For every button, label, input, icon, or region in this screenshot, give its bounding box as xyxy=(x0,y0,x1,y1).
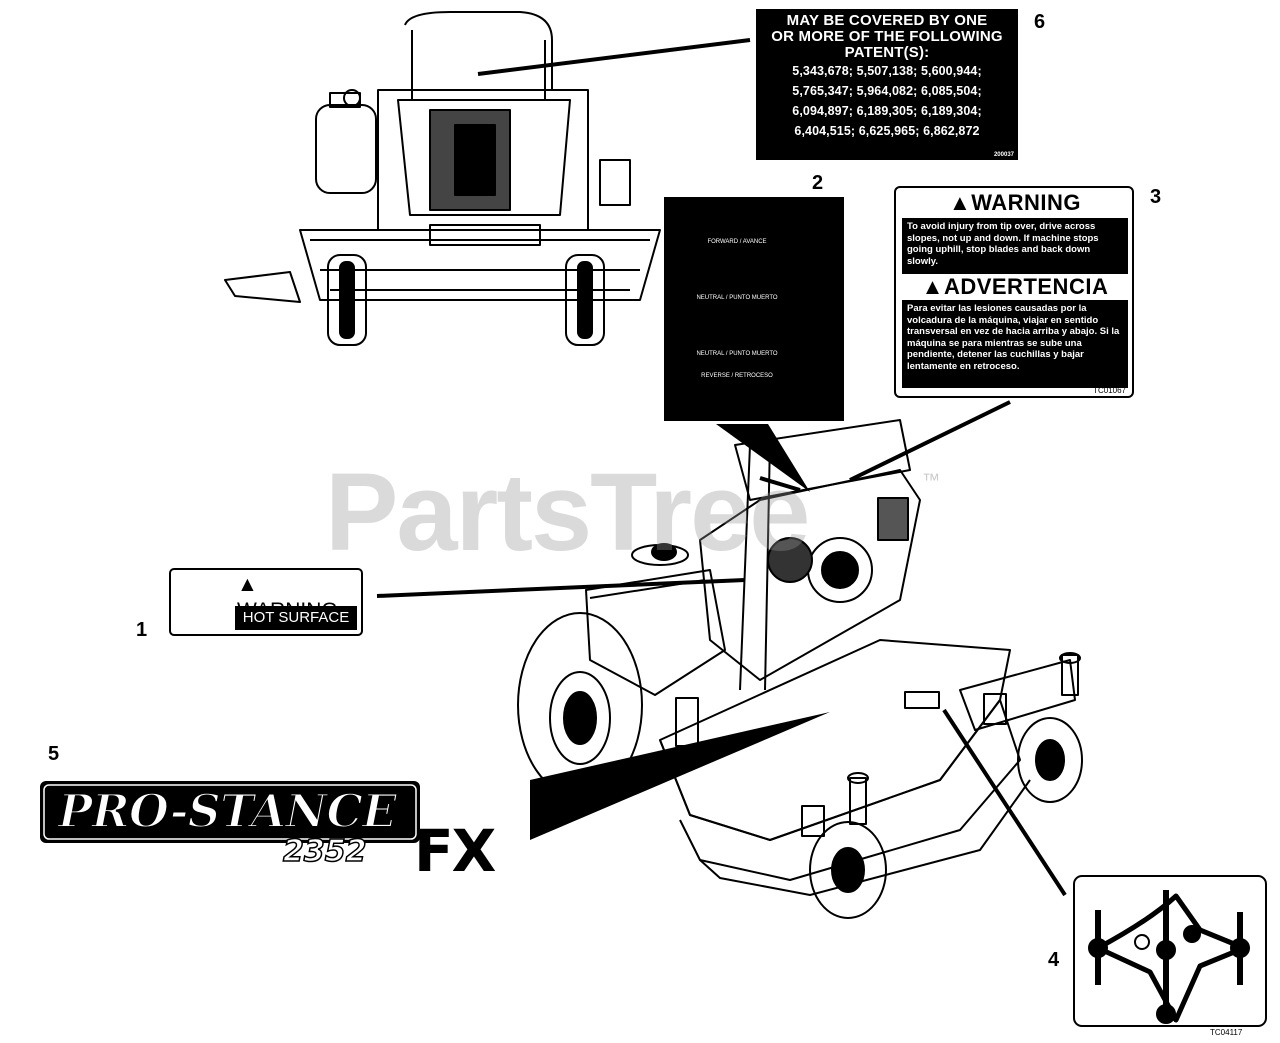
control-decal: FORWARD / AVANCE NEUTRAL / PUNTO MUERTO … xyxy=(664,197,844,421)
leader-lines xyxy=(376,38,1067,897)
warning-triangle-icon: ▲ xyxy=(237,573,258,596)
callout-5: 5 xyxy=(48,743,60,765)
warning-text-es: Para evitar las lesiones causadas por la… xyxy=(902,300,1128,388)
patent-row: 5,343,678; 5,507,138; 5,600,944; xyxy=(792,64,982,78)
patent-row: 6,094,897; 6,189,305; 6,189,304; xyxy=(792,104,982,118)
callout-2: 2 xyxy=(812,172,824,194)
mower-iso-view xyxy=(517,419,1083,919)
warning-triangle-icon: ▲ xyxy=(921,274,944,299)
prostance-brand: PRO-STANCE xyxy=(57,784,398,838)
belt-diagram-4 xyxy=(1073,875,1267,1027)
ctrl-label-forward: FORWARD / AVANCE xyxy=(707,239,767,245)
warning-label-slope: ▲WARNING To avoid injury from tip over, … xyxy=(894,186,1134,398)
belt-diagram-code: TC04117 xyxy=(1210,1028,1243,1037)
logo-frame xyxy=(40,781,420,843)
patent-row: 5,765,347; 5,964,082; 6,085,504; xyxy=(792,84,982,98)
warning-triangle-icon: ▲ xyxy=(948,190,972,215)
watermark: PartsTree xyxy=(325,451,810,574)
warning-text-en: To avoid injury from tip over, drive acr… xyxy=(902,218,1128,274)
callout-3: 3 xyxy=(1150,186,1162,208)
callout-1: 1 xyxy=(136,619,148,641)
warning-label-hot-surface: ▲ WARNING HOT SURFACE xyxy=(169,568,363,636)
mower-rear-view xyxy=(224,11,661,346)
patent-header-3: PATENT(S): xyxy=(844,44,930,61)
leader-wedge-2 xyxy=(716,424,810,492)
leader-wedge-5 xyxy=(530,712,830,840)
patent-header-1: MAY BE COVERED BY ONE xyxy=(786,12,988,29)
prostance-tm: ™ xyxy=(402,786,411,796)
warning-code: TC01067 xyxy=(1093,386,1126,395)
patent-code: 200037 xyxy=(993,152,1014,158)
callout-4: 4 xyxy=(1048,949,1060,971)
hot-surface-text: HOT SURFACE xyxy=(235,606,357,630)
ctrl-label-reverse: REVERSE / RETROCESO xyxy=(701,373,773,379)
warning-title-es: ▲ADVERTENCIA xyxy=(921,274,1109,299)
ctrl-label-neutral-1: NEUTRAL / PUNTO MUERTO xyxy=(696,295,778,301)
warning-title-en: ▲WARNING xyxy=(948,190,1082,215)
patent-row: 6,404,515; 6,625,965; 6,862,872 xyxy=(794,124,980,138)
callout-6: 6 xyxy=(1034,11,1046,33)
watermark-tm: ™ xyxy=(922,470,940,490)
patent-header-2: OR MORE OF THE FOLLOWING xyxy=(771,28,1003,45)
prostance-model: 2352 xyxy=(282,834,367,869)
prostance-suffix: FX xyxy=(414,817,496,885)
patent-label: MAY BE COVERED BY ONE OR MORE OF THE FOL… xyxy=(756,9,1018,160)
ctrl-label-neutral-2: NEUTRAL / PUNTO MUERTO xyxy=(696,351,778,357)
